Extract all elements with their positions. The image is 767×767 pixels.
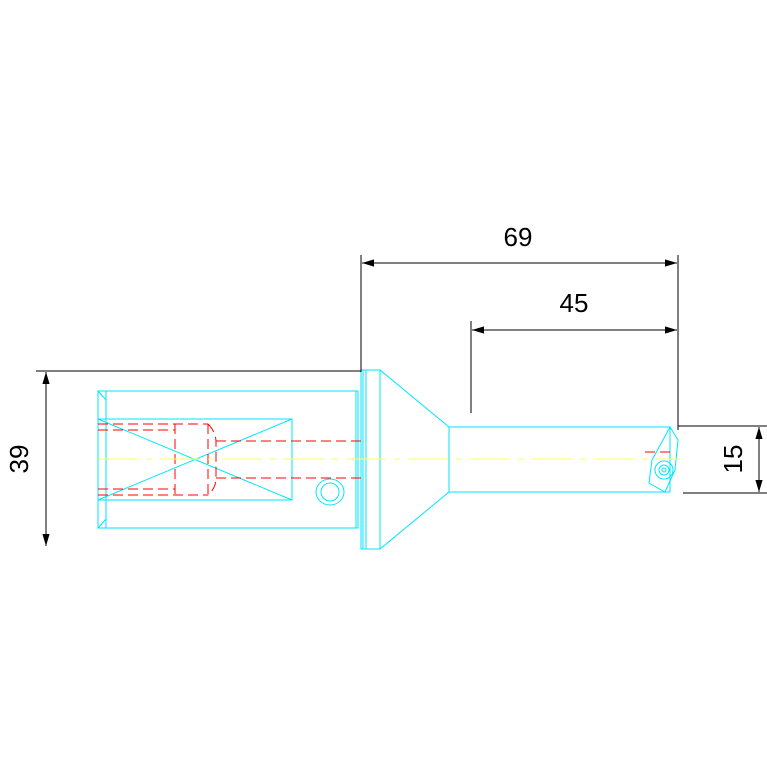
dim-39-label: 39: [4, 445, 34, 474]
taper-bottom: [379, 491, 450, 550]
screw-outer: [315, 478, 345, 506]
tip-screw-outer: [654, 460, 674, 480]
dim-45-label: 45: [560, 288, 589, 318]
tip-screw-inner: [658, 464, 670, 476]
dim-15-label: 15: [718, 445, 748, 474]
taper-top: [379, 369, 450, 428]
dimensions: [36, 255, 767, 546]
dim-69-label: 69: [504, 222, 533, 252]
screw-inner: [320, 482, 340, 502]
tip-insert: [648, 426, 679, 493]
tip-screw-core: [661, 467, 667, 473]
